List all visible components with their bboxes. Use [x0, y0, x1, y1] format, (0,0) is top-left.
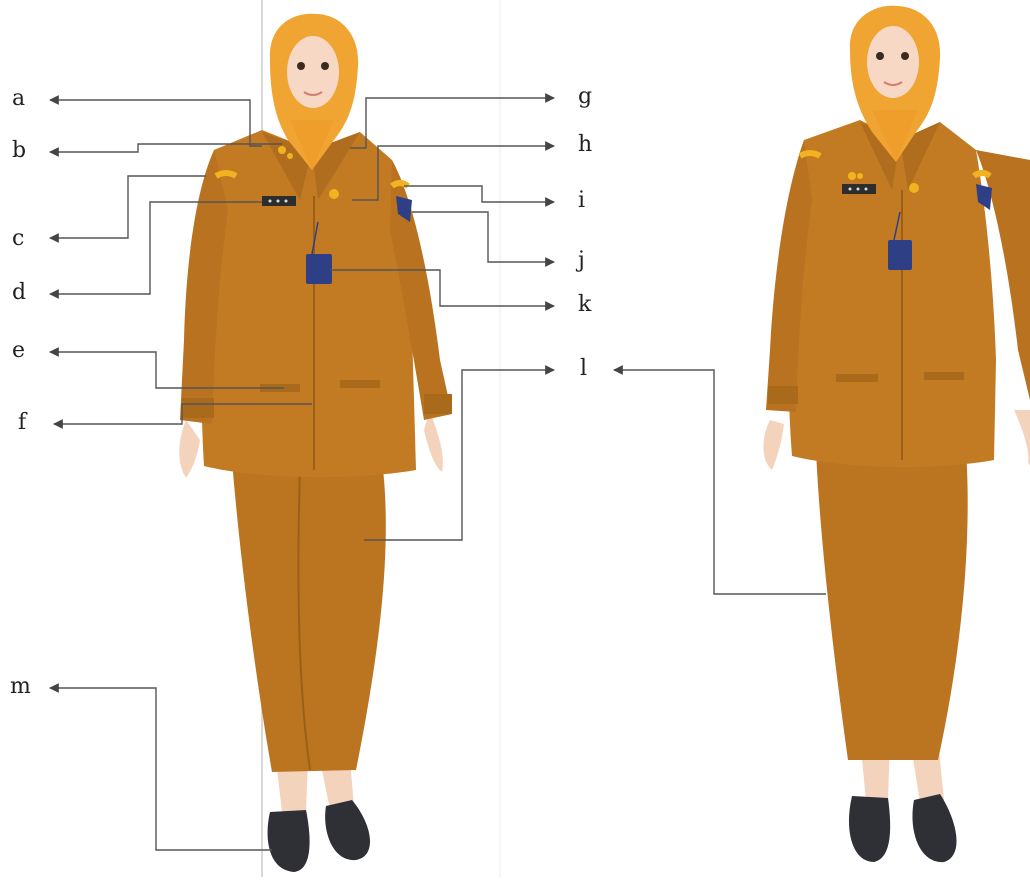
skirt — [232, 460, 386, 772]
callout-h: h — [578, 134, 592, 156]
callout-m: m — [10, 676, 31, 698]
figure-front — [179, 14, 452, 872]
callout-b: b — [12, 140, 26, 162]
callout-c: c — [12, 228, 24, 250]
callout-f: f — [18, 412, 26, 434]
jacket — [201, 130, 416, 477]
callout-e: e — [12, 340, 25, 362]
callout-a: a — [12, 88, 25, 110]
id-card — [306, 254, 332, 284]
leader-c — [50, 176, 206, 238]
leader-a — [50, 100, 262, 146]
callout-d: d — [12, 282, 26, 304]
right-shoe — [325, 800, 370, 860]
leader-i — [404, 186, 554, 202]
callout-j: j — [578, 250, 585, 272]
leader-g — [350, 98, 554, 148]
left-hand — [179, 420, 200, 478]
figure-side — [763, 6, 1030, 862]
callout-l: l — [580, 358, 587, 380]
left-shoe — [268, 810, 310, 872]
leader-m — [50, 688, 272, 850]
face — [287, 36, 339, 108]
skirt-side — [816, 450, 968, 760]
leader-lines — [50, 98, 826, 850]
leader-j — [412, 212, 554, 262]
callout-i: i — [578, 190, 585, 212]
callout-k: k — [578, 294, 591, 316]
callout-g: g — [578, 86, 592, 108]
